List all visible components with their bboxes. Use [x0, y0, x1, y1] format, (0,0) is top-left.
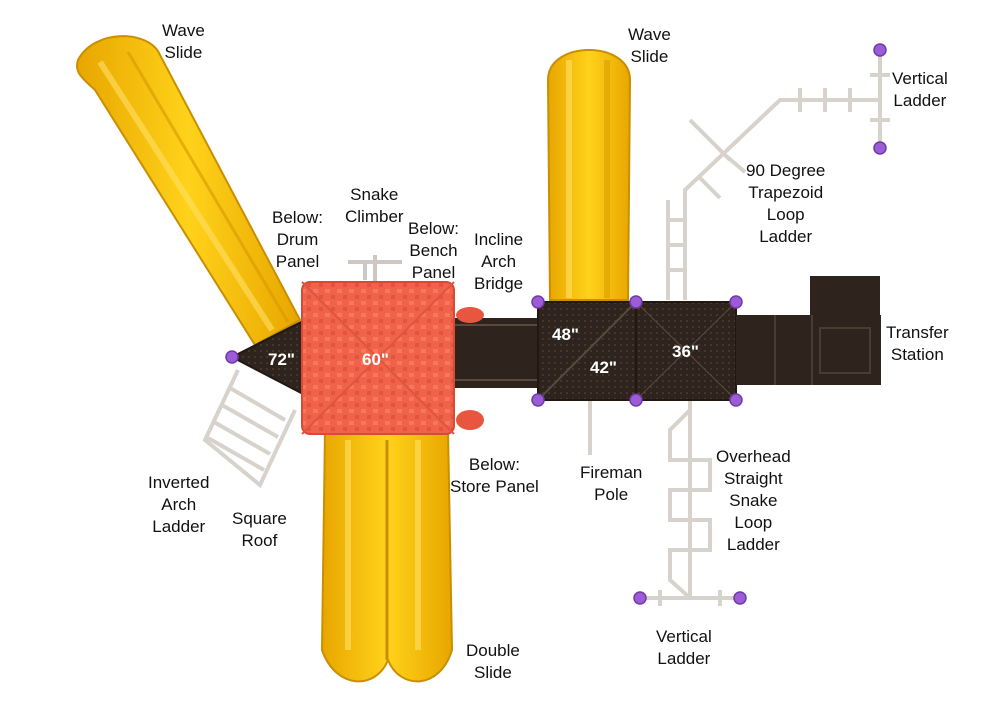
height-48: 48" [552, 325, 579, 344]
height-36: 36" [672, 342, 699, 361]
height-72: 72" [268, 350, 295, 369]
height-60: 60" [362, 350, 389, 369]
label-store-panel: Below:Store Panel [450, 455, 539, 496]
vertical-ladder-top [870, 50, 890, 148]
incline-arch-bridge [455, 307, 540, 430]
trapezoid-loop-ladder [666, 88, 880, 300]
snake-climber [348, 255, 402, 285]
snake-loop-ladder [638, 398, 742, 606]
square-roof [301, 281, 455, 435]
clamps [225, 43, 887, 605]
deck-48-42 [537, 301, 637, 401]
double-slide [320, 429, 454, 683]
wave-slide-right [546, 49, 632, 301]
inverted-arch-ladder [202, 369, 297, 489]
transfer-station [736, 276, 881, 385]
height-42: 42" [590, 358, 617, 377]
wave-slide-left [76, 35, 302, 347]
